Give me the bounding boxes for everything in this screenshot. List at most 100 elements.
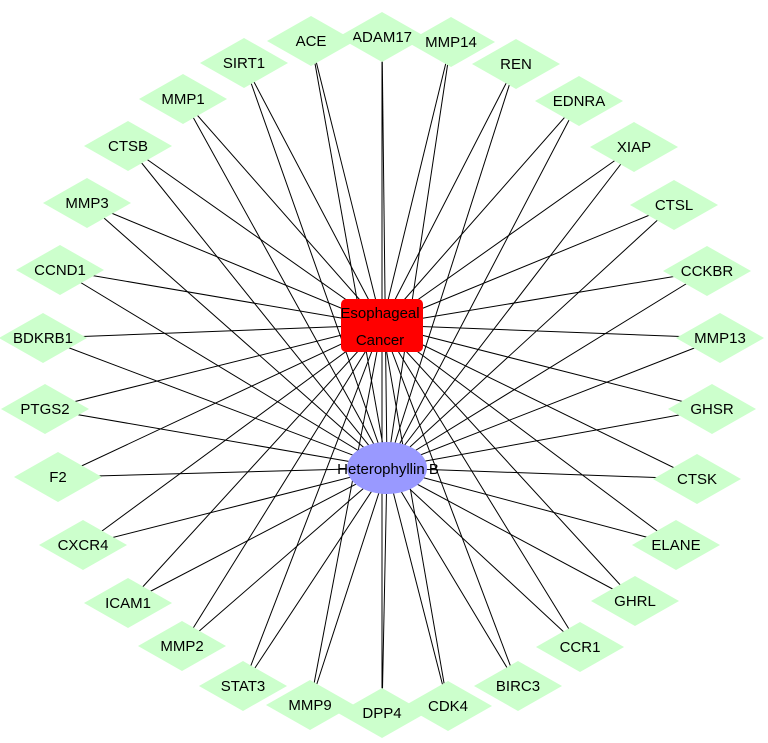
target-diamond [0,313,87,363]
edge-disease-mmp1 [182,98,383,326]
edge-disease-cdk4 [381,324,449,707]
edge-disease-stat3 [242,324,383,687]
target-node-birc3[interactable]: BIRC3 [474,661,562,711]
edge-compound-adam17 [381,36,388,469]
target-node-ghrl[interactable]: GHRL [591,576,679,626]
edge-compound-f2 [57,467,388,478]
target-node-ctsk[interactable]: CTSK [653,454,741,504]
target-node-mmp13[interactable]: MMP13 [676,313,764,363]
disease-node[interactable]: Esophageal Cancer [340,299,423,352]
compound-label: Heterophyllin B [337,461,439,478]
target-diamond [1,384,89,434]
target-node-ccnd1[interactable]: CCND1 [16,245,104,295]
target-label: ICAM1 [105,595,151,612]
edge-disease-ccnd1 [59,269,383,326]
edge-disease-ccr1 [381,324,581,648]
target-node-f2[interactable]: F2 [14,452,102,502]
target-node-ccr1[interactable]: CCR1 [536,622,624,672]
edge-compound-stat3 [242,467,388,687]
edge-disease-f2 [57,324,383,478]
target-node-ptgs2[interactable]: PTGS2 [1,384,89,434]
edges-layer [42,36,721,714]
target-label: F2 [49,469,67,486]
target-label: CCR1 [560,639,601,656]
edge-compound-ace [310,40,388,469]
target-label: MMP13 [694,330,746,347]
target-diamond [676,313,764,363]
edge-disease-ptgs2 [44,324,383,410]
target-label: DPP4 [362,705,401,722]
target-diamond [39,520,127,570]
target-diamond [267,16,355,66]
target-node-elane[interactable]: ELANE [632,520,720,570]
target-node-bdkrb1[interactable]: BDKRB1 [0,313,87,363]
edge-compound-ctsl [386,204,675,469]
target-diamond [139,74,227,124]
target-label: CCKBR [681,263,734,280]
target-label: BIRC3 [496,678,540,695]
target-label: CTSB [108,138,148,155]
target-label: STAT3 [221,678,265,695]
target-node-sirt1[interactable]: SIRT1 [200,38,288,88]
edge-disease-birc3 [381,324,519,687]
edge-disease-mmp13 [381,324,721,339]
edge-compound-ednra [386,100,580,469]
target-node-ren[interactable]: REN [472,39,560,89]
edge-compound-elane [386,467,677,546]
target-node-ctsb[interactable]: CTSB [84,121,172,171]
target-diamond [474,661,562,711]
edge-compound-cdk4 [386,467,449,707]
target-diamond [590,122,678,172]
edge-compound-birc3 [386,467,519,687]
target-node-cckbr[interactable]: CCKBR [663,246,751,296]
edge-compound-icam1 [127,467,388,604]
target-node-icam1[interactable]: ICAM1 [84,578,172,628]
edge-disease-ghrl [381,324,636,602]
edge-compound-mmp14 [386,41,452,469]
target-diamond [84,578,172,628]
target-diamond [138,621,226,671]
target-node-mmp3[interactable]: MMP3 [43,178,131,228]
edge-compound-dpp4 [381,467,388,714]
target-node-ace[interactable]: ACE [267,16,355,66]
target-label: SIRT1 [223,55,265,72]
edge-compound-ren [386,63,517,469]
edge-compound-mmp13 [386,337,721,469]
target-diamond [407,17,495,67]
target-node-cdk4[interactable]: CDK4 [404,681,492,731]
target-label: MMP9 [288,697,331,714]
target-node-cxcr4[interactable]: CXCR4 [39,520,127,570]
target-node-ednra[interactable]: EDNRA [535,76,623,126]
target-label: GHRL [614,593,656,610]
target-node-mmp2[interactable]: MMP2 [138,621,226,671]
edge-compound-ctsb [127,145,388,469]
edge-disease-cxcr4 [82,324,383,546]
target-diamond [630,180,718,230]
target-node-stat3[interactable]: STAT3 [199,661,287,711]
target-node-mmp14[interactable]: MMP14 [407,17,495,67]
edge-compound-bdkrb1 [42,337,388,469]
target-node-adam17[interactable]: ADAM17 [338,12,426,62]
target-label: MMP2 [160,638,203,655]
target-diamond [536,622,624,672]
target-node-ghsr[interactable]: GHSR [668,384,756,434]
target-diamond [632,520,720,570]
target-diamond [16,245,104,295]
edge-disease-mmp3 [86,202,383,326]
target-node-ctsl[interactable]: CTSL [630,180,718,230]
compound-node[interactable]: Heterophyllin B [337,442,439,494]
edge-disease-cckbr [381,270,708,326]
target-diamond [338,688,426,738]
target-diamond [591,576,679,626]
target-label: CXCR4 [58,537,109,554]
target-node-mmp1[interactable]: MMP1 [139,74,227,124]
target-node-dpp4[interactable]: DPP4 [338,688,426,738]
target-node-xiap[interactable]: XIAP [590,122,678,172]
target-label: BDKRB1 [13,330,73,347]
target-node-mmp9[interactable]: MMP9 [266,680,354,730]
target-diamond [199,661,287,711]
target-label: PTGS2 [20,401,69,418]
target-diamond [84,121,172,171]
